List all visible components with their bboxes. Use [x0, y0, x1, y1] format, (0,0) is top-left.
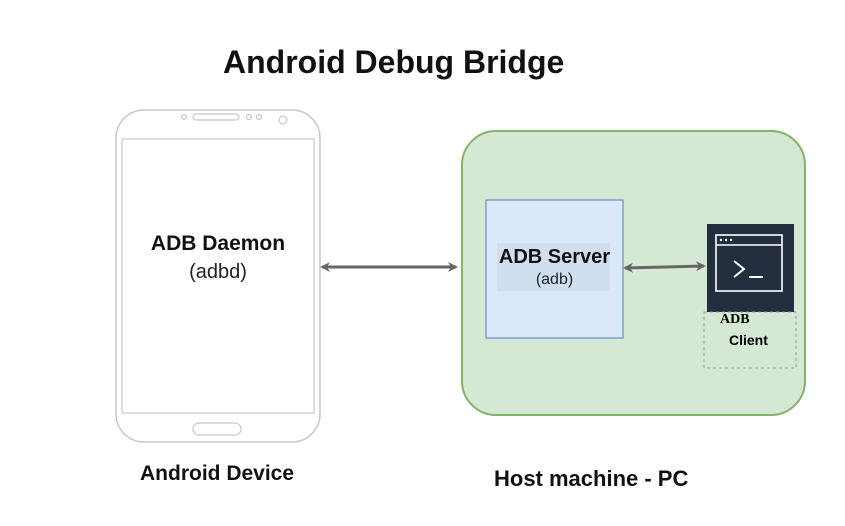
adb-server-title: ADB Server	[498, 246, 611, 268]
adb-client-label-line1: ADB	[720, 312, 750, 327]
adb-server-label-bg	[497, 243, 610, 291]
adb-daemon-title: ADB Daemon	[150, 232, 286, 255]
adb-daemon-subtitle: (adbd)	[189, 261, 247, 283]
diagram-title: Android Debug Bridge	[223, 44, 565, 80]
arrow-server-to-client	[623, 261, 706, 273]
terminal-icon	[707, 224, 794, 312]
adb-client-label-box	[703, 311, 797, 369]
android-phone-icon	[115, 109, 321, 443]
host-machine-label: Host machine - PC	[494, 466, 689, 491]
android-device-label: Android Device	[140, 462, 295, 485]
adb-server-subtitle: (adb)	[535, 271, 574, 288]
adb-client-label-line2: Client	[729, 332, 768, 348]
